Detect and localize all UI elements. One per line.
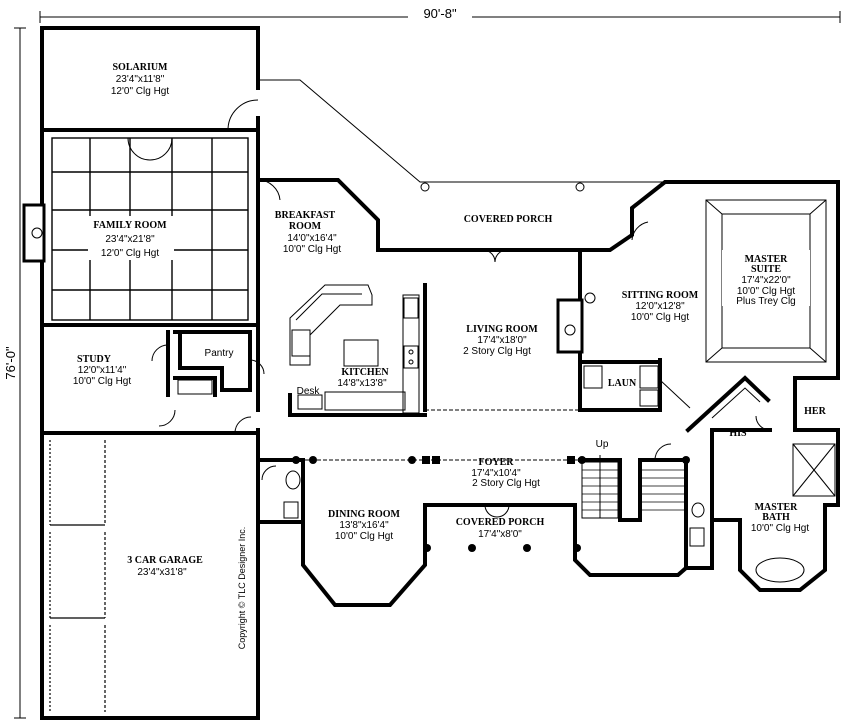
master-suite-note: 10'0" Clg Hgt: [737, 286, 795, 297]
solarium-name: SOLARIUM: [112, 62, 168, 73]
kitchen-size: 14'8"x13'8": [337, 378, 387, 389]
family-room-size: 23'4"x21'8": [105, 234, 155, 245]
closets: HIS HER: [710, 387, 832, 439]
study: STUDY 12'0"x11'4" 10'0" Clg Hgt: [40, 330, 260, 435]
family-room: FAMILY ROOM 23'4"x21'8" 12'0" Clg Hgt: [22, 137, 260, 327]
dining-room-name: DINING ROOM: [328, 509, 401, 520]
living-room-note: 2 Story Clg Hgt: [463, 346, 531, 357]
garage: 3 CAR GARAGE 23'4"x31'8": [41, 440, 203, 712]
pantry-name: Pantry: [205, 348, 234, 359]
laundry-name: LAUN: [608, 378, 637, 389]
master-bath: MASTER BATH 10'0" Clg Hgt: [689, 428, 836, 583]
sitting-room-note: 10'0" Clg Hgt: [631, 312, 689, 323]
overall-width: 90'-8": [423, 6, 457, 21]
master-suite-name-line2: SUITE: [751, 264, 781, 275]
foyer-size: 17'4"x10'4": [471, 468, 521, 479]
overall-dimensions: 90'-8" 76'-0": [3, 6, 841, 719]
dining-room-note: 10'0" Clg Hgt: [335, 531, 393, 542]
kitchen-desk: Desk: [297, 386, 321, 397]
front-covered-porch: COVERED PORCH 17'4"x8'0": [423, 503, 581, 552]
master-bath-name-line2: BATH: [762, 512, 790, 523]
study-size: 12'0"x11'4": [78, 365, 127, 376]
powder-room: [256, 458, 305, 519]
solarium-note: 12'0" Clg Hgt: [111, 86, 169, 97]
her-closet-name: HER: [804, 406, 826, 417]
master-suite-size: 17'4"x22'0": [741, 275, 791, 286]
laundry: LAUN: [578, 360, 691, 409]
study-name: STUDY: [77, 354, 112, 365]
overall-depth: 76'-0": [3, 346, 18, 380]
master-suite: MASTER SUITE 17'4"x22'0" 10'0" Clg Hgt P…: [631, 199, 827, 363]
family-room-note: 12'0" Clg Hgt: [101, 248, 159, 259]
garage-size: 23'4"x31'8": [137, 567, 187, 578]
pantry: Pantry: [173, 330, 265, 392]
dining-room-size: 13'8"x16'4": [339, 520, 389, 531]
master-suite-note2: Plus Trey Clg: [736, 296, 795, 307]
copyright-notice: Copyright © TLC Designer Inc.: [237, 527, 247, 650]
living-room-size: 17'4"x18'0": [477, 335, 527, 346]
foyer: Up FOYER 17'4"x10'4" 2 Story Clg Hgt: [292, 439, 690, 519]
living-room: LIVING ROOM 17'4"x18'0" 2 Story Clg Hgt: [423, 283, 580, 412]
solarium-size: 23'4"x11'8": [116, 74, 165, 85]
sitting-room-size: 12'0"x12'8": [635, 301, 685, 312]
master-suite-name: MASTER: [745, 254, 789, 265]
breakfast-name: BREAKFAST: [275, 210, 336, 221]
stairs-up-label: Up: [596, 439, 609, 450]
solarium: SOLARIUM 23'4"x11'8" 12'0" Clg Hgt: [40, 62, 260, 132]
garage-name: 3 CAR GARAGE: [127, 555, 203, 566]
rear-covered-porch: COVERED PORCH: [420, 182, 585, 263]
his-closet-name: HIS: [729, 428, 747, 439]
front-porch-size: 17'4"x8'0": [478, 529, 522, 540]
kitchen: KITCHEN 14'8"x13'8" Desk: [256, 284, 427, 417]
breakfast-room: BREAKFAST ROOM 14'0"x16'4" 10'0" Clg Hgt: [256, 178, 341, 327]
master-bath-note: 10'0" Clg Hgt: [751, 523, 809, 534]
breakfast-note: 10'0" Clg Hgt: [283, 244, 341, 255]
breakfast-name-line2: ROOM: [289, 221, 322, 232]
foyer-note: 2 Story Clg Hgt: [472, 478, 540, 489]
kitchen-name: KITCHEN: [341, 367, 389, 378]
front-porch-name: COVERED PORCH: [456, 517, 545, 528]
master-bath-name: MASTER: [755, 502, 799, 513]
living-room-name: LIVING ROOM: [466, 324, 538, 335]
breakfast-size: 14'0"x16'4": [287, 233, 337, 244]
study-note: 10'0" Clg Hgt: [73, 376, 131, 387]
family-room-name: FAMILY ROOM: [93, 220, 167, 231]
rear-porch-name: COVERED PORCH: [464, 214, 553, 225]
dining-room: DINING ROOM 13'8"x16'4" 10'0" Clg Hgt: [301, 458, 401, 542]
sitting-room: SITTING ROOM 12'0"x12'8" 10'0" Clg Hgt: [556, 250, 699, 412]
sitting-room-name: SITTING ROOM: [622, 290, 699, 301]
foyer-name: FOYER: [479, 457, 515, 468]
